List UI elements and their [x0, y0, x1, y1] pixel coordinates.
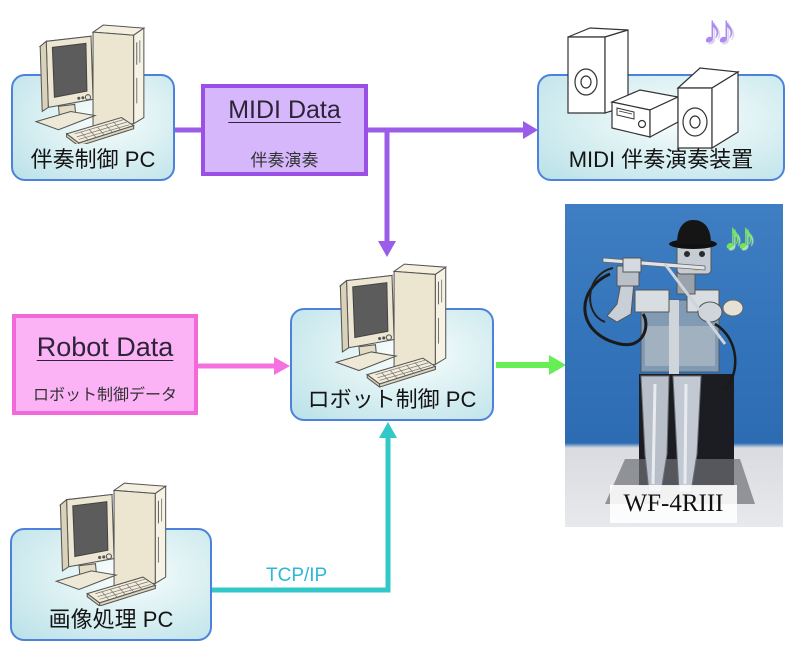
- node-label: MIDI 伴奏演奏装置: [568, 147, 754, 172]
- node-label: ロボット制御 PC: [307, 387, 477, 412]
- node-subtitle: ロボット制御データ: [32, 387, 177, 404]
- node-title: Robot Data: [36, 332, 174, 362]
- music-notes-icon: ♪♪: [723, 216, 755, 258]
- node-midi-device: MIDI 伴奏演奏装置: [537, 74, 785, 181]
- node-midi-data: MIDI Data 伴奏演奏: [201, 84, 368, 176]
- connector-robot-data-to-robot-pc: [198, 357, 290, 375]
- arrowhead: [378, 241, 396, 257]
- connector-midi-data-to-midi-device: [366, 121, 538, 139]
- arrowhead: [274, 357, 290, 375]
- arrowhead: [523, 121, 538, 139]
- robot-caption: WF-4RIII: [610, 485, 737, 523]
- edge-label-tcp-ip: TCP/IP: [266, 565, 328, 586]
- speaker-right-icon: [676, 67, 740, 150]
- desktop-computer-icon: [330, 258, 454, 388]
- node-robot-data: Robot Data ロボット制御データ: [12, 314, 198, 415]
- arrowhead: [549, 355, 566, 375]
- node-title: MIDI Data: [228, 96, 341, 124]
- desktop-computer-icon: [30, 22, 152, 144]
- speaker-left-icon: [567, 27, 629, 114]
- stereo-receiver-icon: [610, 89, 680, 139]
- robot-photo: ♪♪ WF-4RIII: [565, 204, 783, 527]
- music-notes-icon: ♪♪: [702, 8, 736, 52]
- node-label: 伴奏制御 PC: [30, 147, 156, 172]
- flute-robot-illustration: [583, 220, 755, 504]
- desktop-computer-icon: [50, 478, 174, 606]
- speaker-system-icon: [567, 27, 740, 150]
- connector-image-pc-to-robot-pc: [212, 422, 397, 593]
- node-subtitle: 伴奏演奏: [250, 151, 319, 170]
- connector-midi-data-to-robot-pc: [378, 128, 396, 257]
- connector-robot-pc-to-robot: [496, 355, 566, 375]
- arrowhead: [379, 422, 397, 438]
- node-label: 画像処理 PC: [48, 607, 174, 632]
